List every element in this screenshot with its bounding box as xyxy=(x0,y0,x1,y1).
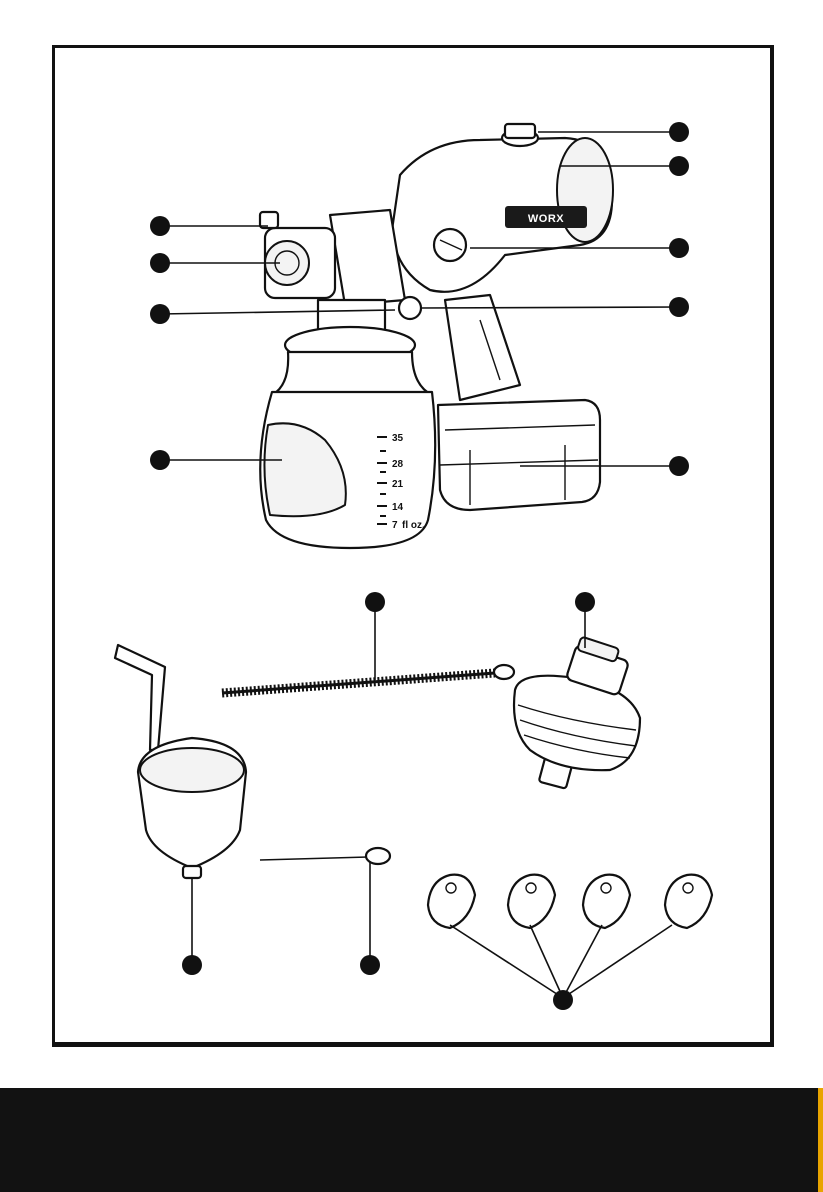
callout-dot xyxy=(365,592,385,612)
nozzle-attachment xyxy=(514,592,640,789)
callout-dot xyxy=(575,592,595,612)
callout-dot xyxy=(553,990,573,1010)
callout-dot xyxy=(669,297,689,317)
callout-dot xyxy=(182,955,202,975)
scale-mark-14: 14 xyxy=(392,502,404,513)
cleaning-brush xyxy=(222,592,514,693)
scale-mark-28: 28 xyxy=(392,459,404,470)
callout-dot xyxy=(150,253,170,273)
callout-dot xyxy=(150,304,170,324)
scale-mark-35: 35 xyxy=(392,433,404,444)
callout-dot xyxy=(150,450,170,470)
nozzle-tip xyxy=(508,875,555,928)
brand-label: WORX xyxy=(528,213,564,225)
spray-gun: WORX xyxy=(260,124,613,548)
battery-pack xyxy=(438,400,600,510)
scale-unit: fl oz. xyxy=(402,520,425,531)
callout-dot xyxy=(150,216,170,236)
callout-dot xyxy=(669,238,689,258)
callout-dot xyxy=(360,955,380,975)
cleaning-needle xyxy=(260,848,390,975)
gun-handle xyxy=(445,295,520,400)
footer-bar xyxy=(0,1088,823,1192)
callout-dot xyxy=(669,122,689,142)
nozzle-tip xyxy=(665,875,712,928)
footer-accent-edge xyxy=(818,1088,823,1192)
callout-dot xyxy=(669,156,689,176)
nozzle-tips xyxy=(428,875,712,1010)
scale-mark-7: 7 xyxy=(392,520,398,531)
nozzle-tip xyxy=(428,875,475,928)
motor-body: WORX xyxy=(392,124,613,292)
scale-mark-21: 21 xyxy=(392,479,404,490)
callout-dot xyxy=(669,456,689,476)
nozzle-tip xyxy=(583,875,630,928)
paint-container: 35 28 21 14 7 fl oz. xyxy=(260,300,435,548)
